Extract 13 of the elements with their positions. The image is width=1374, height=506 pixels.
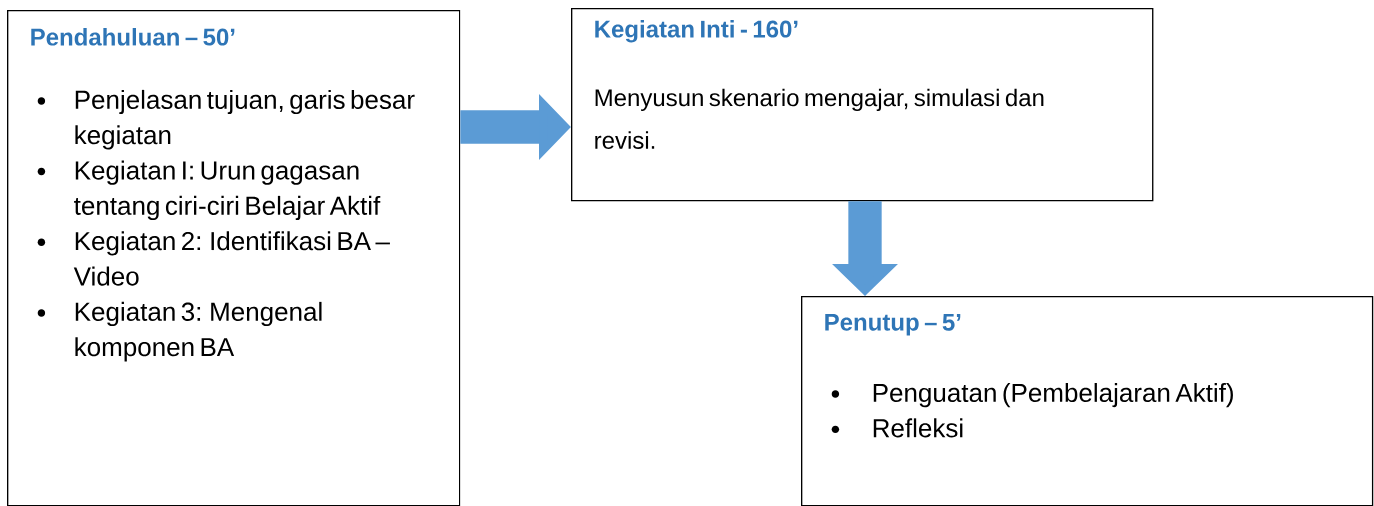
description-text: Menyusun skenario mengajar, simulasi dan revisi. bbox=[595, 88, 1044, 149]
bullet-item: Kegiatan 2: Identifikasi BA – Video bbox=[37, 231, 390, 286]
bullet-item: Kegiatan 3: Mengenal komponen BA bbox=[37, 301, 322, 362]
stage-box bbox=[571, 8, 1154, 202]
heading: Penutup – 5’ bbox=[825, 314, 961, 336]
heading: Pendahuluan – 50’ bbox=[31, 28, 235, 46]
bullet-item: Penguatan (Pembelajaran Aktif) bbox=[831, 383, 1233, 408]
bullet-item: Kegiatan I: Urun gagasan tentang ciri-ciri Belajar Aktif bbox=[37, 160, 381, 221]
stage-box bbox=[801, 296, 1374, 506]
stage-box bbox=[7, 10, 461, 506]
heading: Kegiatan Inti - 160’ bbox=[595, 20, 798, 43]
bullet-item: Penjelasan tujuan, garis besar kegiatan bbox=[37, 89, 415, 150]
bullet-item: Refleksi bbox=[831, 418, 963, 438]
